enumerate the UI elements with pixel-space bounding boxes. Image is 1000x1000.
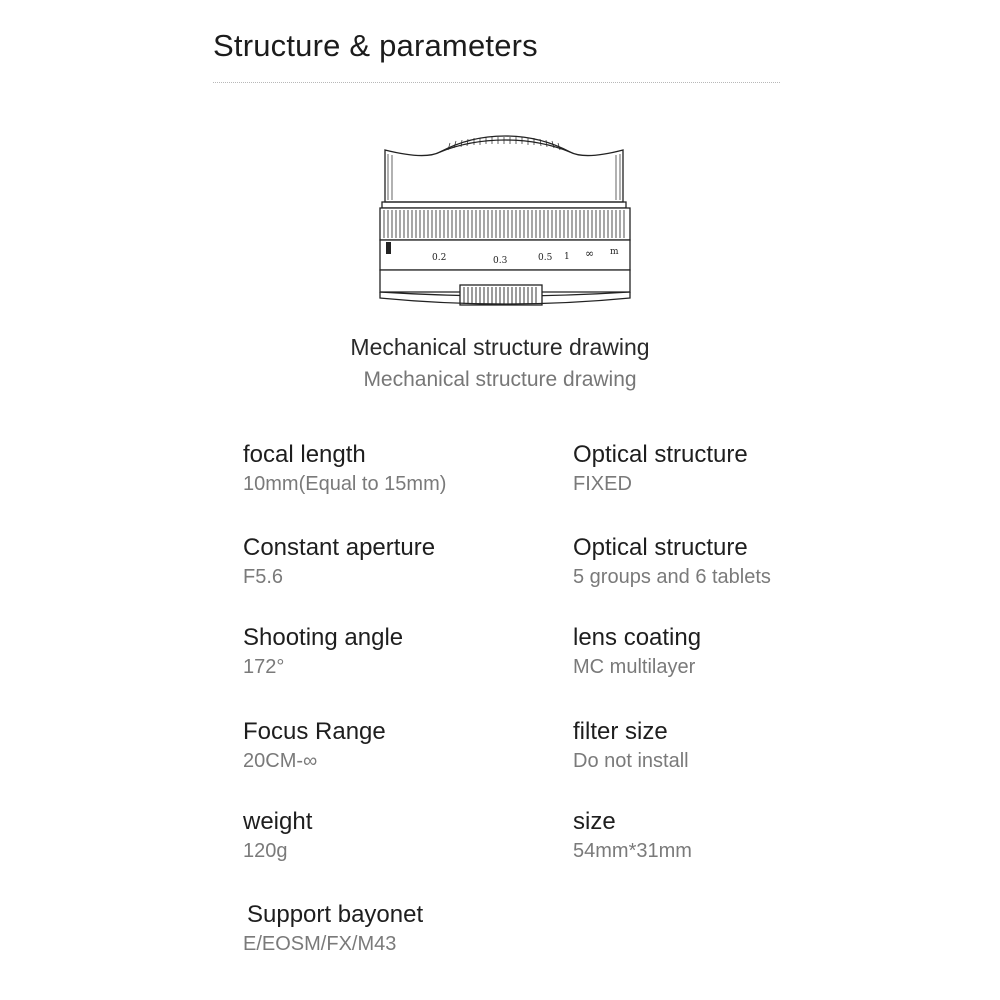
param-value: 172° xyxy=(243,656,285,678)
param-value: F5.6 xyxy=(243,566,284,588)
param-value: MC multilayer xyxy=(573,656,696,678)
lens-structure-drawing: 0.2 0.3 0.5 1 ∞ m xyxy=(379,135,631,306)
param-label: Shooting angle xyxy=(243,624,404,651)
scale-mark: 0.5 xyxy=(538,253,553,263)
param-optical-structure-groups: Optical structure 5 groups and 6 tablets xyxy=(573,533,771,590)
param-label: focal length xyxy=(243,441,366,468)
param-support-bayonet: Support bayonet E/EOSM/FX/M43 xyxy=(243,900,423,957)
param-focus-range: Focus Range 20CM-∞ xyxy=(243,717,386,774)
param-filter-size: filter size Do not install xyxy=(573,717,689,774)
scale-mark: 0.2 xyxy=(432,253,446,263)
param-lens-coating: lens coating MC multilayer xyxy=(573,623,701,680)
param-label: Focus Range xyxy=(243,718,386,745)
param-value: 120g xyxy=(243,840,288,862)
param-weight: weight 120g xyxy=(243,807,312,864)
param-value: 20CM-∞ xyxy=(243,750,318,772)
param-optical-structure: Optical structure FIXED xyxy=(573,440,748,497)
param-label: Optical structure xyxy=(573,441,748,468)
param-label: Constant aperture xyxy=(243,534,436,561)
param-value: 54mm*31mm xyxy=(573,840,692,862)
param-value: 5 groups and 6 tablets xyxy=(573,566,771,588)
param-constant-aperture: Constant aperture F5.6 xyxy=(243,533,435,590)
param-value: 10mm(Equal to 15mm) xyxy=(243,473,447,495)
param-focal-length: focal length 10mm(Equal to 15mm) xyxy=(243,440,446,497)
param-label: Optical structure xyxy=(573,534,748,561)
param-label: lens coating xyxy=(573,624,702,651)
page-title: Structure & parameters xyxy=(213,28,538,63)
scale-mark: 1 xyxy=(564,252,570,262)
param-label: weight xyxy=(243,808,313,835)
param-value: FIXED xyxy=(573,473,632,495)
scale-mark: 0.3 xyxy=(493,256,508,266)
param-value: E/EOSM/FX/M43 xyxy=(243,933,397,955)
scale-mark: m xyxy=(610,247,619,257)
scale-mark: ∞ xyxy=(585,247,594,260)
drawing-caption-subtitle: Mechanical structure drawing xyxy=(363,368,637,391)
param-value: Do not install xyxy=(573,750,689,772)
param-label: Support bayonet xyxy=(247,901,424,928)
param-size: size 54mm*31mm xyxy=(573,807,692,864)
param-label: size xyxy=(573,808,616,835)
drawing-caption: Mechanical structure drawing xyxy=(350,334,650,360)
title-divider xyxy=(213,82,780,83)
param-label: filter size xyxy=(573,718,668,745)
param-shooting-angle: Shooting angle 172° xyxy=(243,623,403,680)
